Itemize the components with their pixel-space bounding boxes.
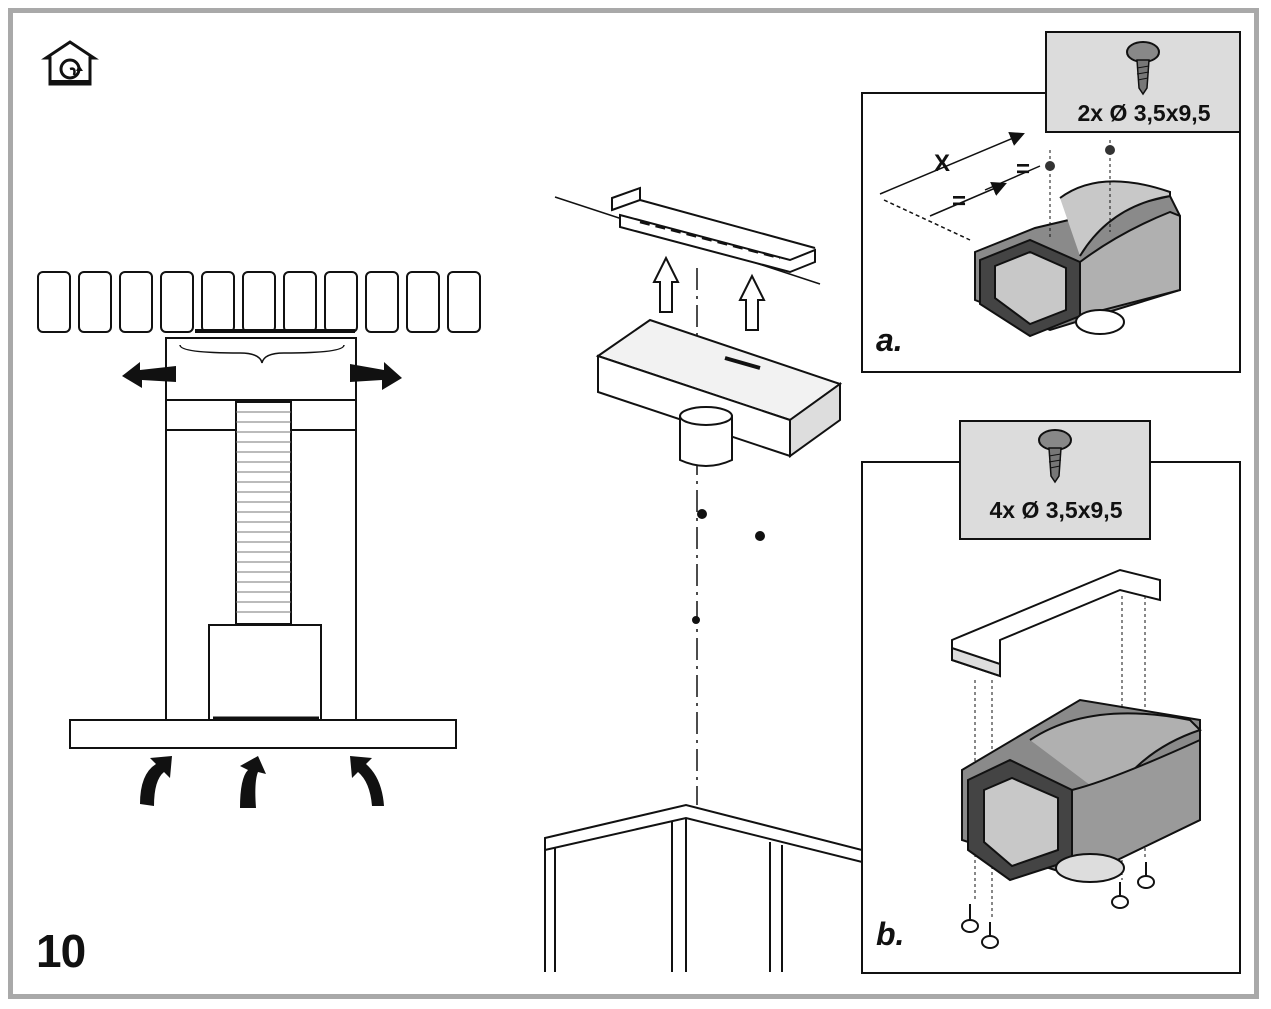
screw-spec-b: 4x Ø 3,5x9,5 [989,497,1123,523]
exploded-view [544,186,863,972]
ceiling-beams [37,271,481,333]
equal-sign-1: = [1016,156,1031,183]
screw-icon [1038,429,1072,484]
dimension-x-label: X [934,150,951,177]
panel-a-label: a. [876,322,903,358]
recirculation-house-icon [41,40,99,86]
panel-b-label: b. [876,916,905,952]
screw-spec-a: 2x Ø 3,5x9,5 [1077,100,1211,126]
equal-sign-2: = [952,188,967,215]
airflow-arrow-icon [122,362,402,808]
panel-a [861,31,1241,373]
panel-b [861,420,1241,974]
screw-icon [1126,41,1160,96]
step-number: 10 [36,925,86,977]
hood-side-view [37,271,481,749]
